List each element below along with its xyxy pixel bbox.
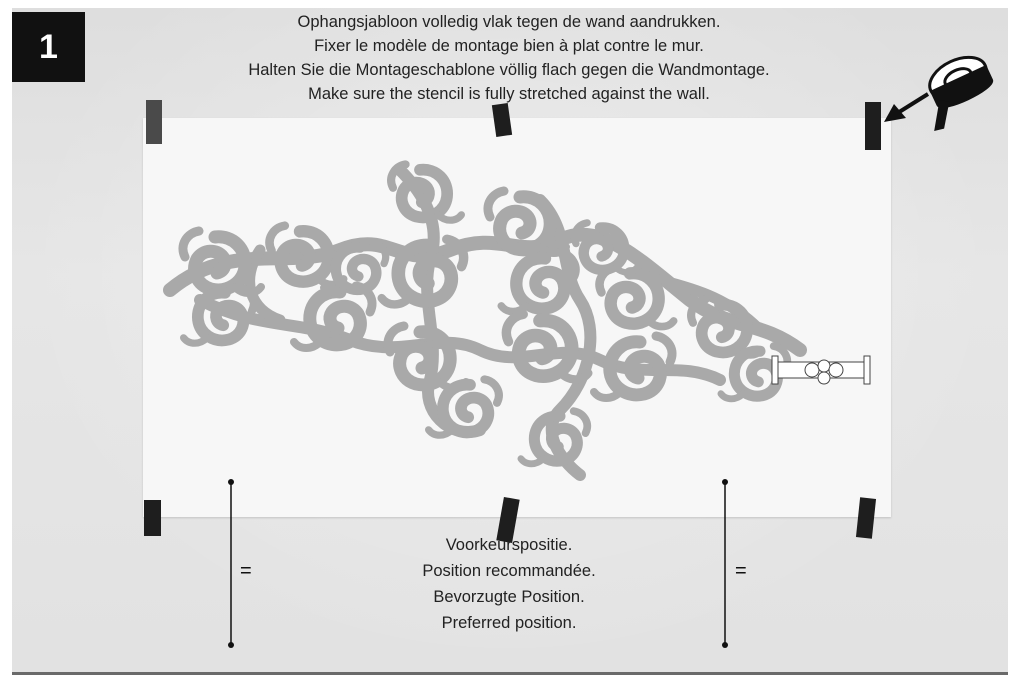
tape-strip-bottom-left [144,500,161,536]
left-spacing-line [228,479,234,648]
instruction-line-dutch: Ophangsjabloon volledig vlak tegen de wa… [297,13,721,31]
left-equal-sign: = [240,560,252,582]
tape-strip-top-right [865,102,881,150]
instruction-line-french: Fixer le modèle de montage bien à plat c… [314,37,704,55]
decorative-pattern [163,164,807,481]
arrow-icon [884,92,930,122]
position-line-french: Position recommandée. [422,562,596,580]
position-line-english: Preferred position. [441,614,577,632]
mounting-instructions: Ophangsjabloon volledig vlak tegen de wa… [0,10,1018,106]
step-number-badge: 1 [12,12,85,82]
position-line-german: Bevorzugte Position. [433,588,585,606]
tape-strip-top-left [146,100,162,144]
position-line-dutch: Voorkeurspositie. [445,536,573,554]
step-number: 1 [39,27,58,66]
preferred-position-note: Voorkeurspositie. Position recommandée. … [0,532,1018,636]
wall-bracket-icon [771,355,871,385]
instruction-line-german: Halten Sie die Montageschablone völlig f… [248,61,770,79]
instruction-line-english: Make sure the stencil is fully stretched… [308,85,710,103]
right-spacing-line [722,479,728,648]
right-equal-sign: = [735,560,747,582]
tape-roll-icon [928,55,993,132]
